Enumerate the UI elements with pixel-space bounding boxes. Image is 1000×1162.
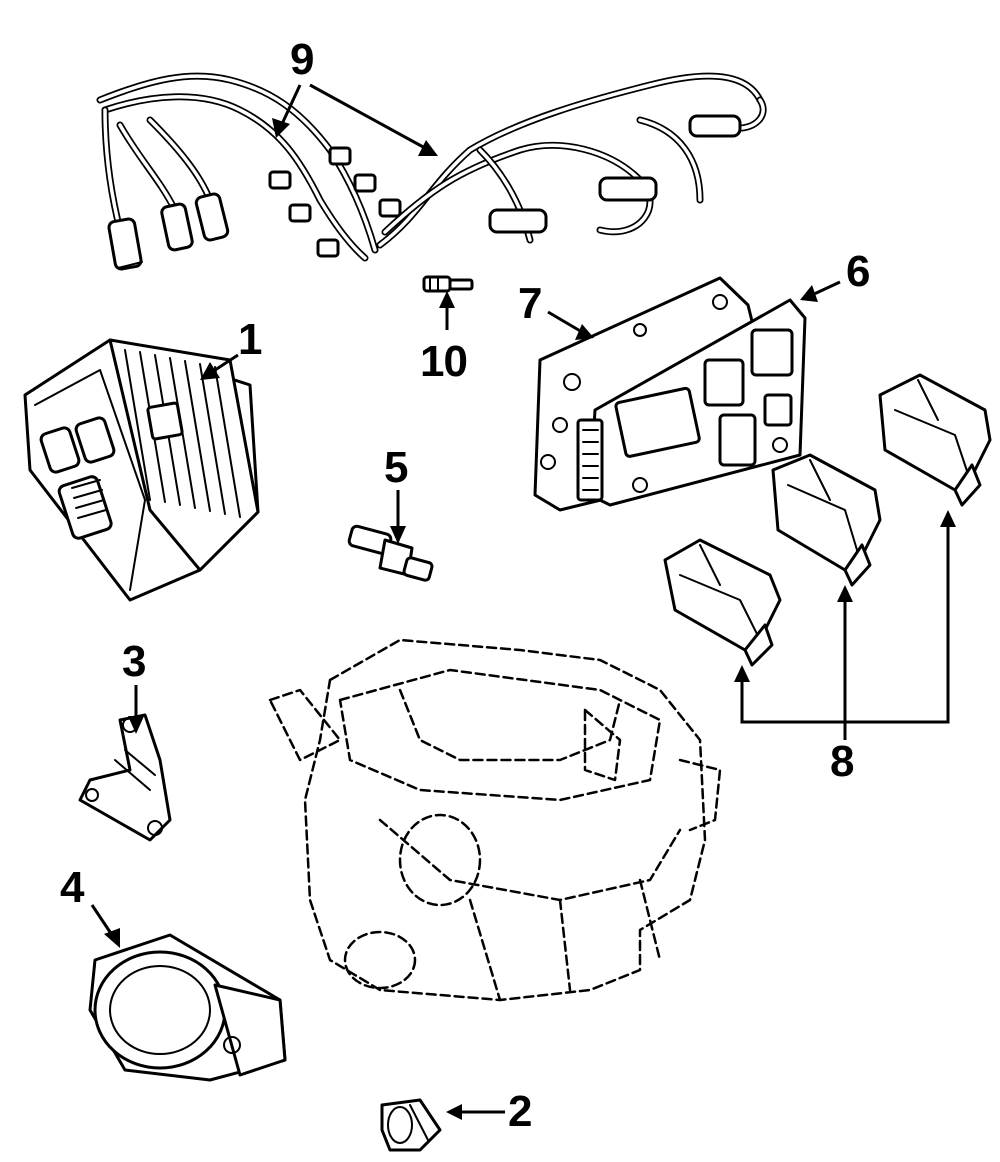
callout-label-10: 10 [420,337,468,386]
part-3-bracket [78,713,172,842]
callout-label-1: 1 [238,315,263,364]
part-2-plug [380,1098,442,1152]
engine-reference-outline [268,638,722,1002]
part-4-sensor-ring-housing [88,933,287,1082]
part-6-engine-control-module [576,298,807,507]
callout-label-6: 6 [846,247,871,296]
part-10-sensor [422,275,474,293]
part-5-sensor [347,524,434,582]
part-9-spark-plug-wire-set [96,72,767,271]
callout-label-9: 9 [290,35,315,84]
callout-label-2: 2 [508,1087,533,1136]
part-1-ignition-control-module [23,338,260,602]
callout-label-8: 8 [830,737,855,786]
callout-label-7: 7 [518,279,543,328]
callout-label-4: 4 [60,863,85,912]
part-8-ignition-coils [663,373,992,667]
callout-label-5: 5 [384,443,409,492]
callout-leaders [90,83,956,1120]
callout-label-3: 3 [122,637,147,686]
